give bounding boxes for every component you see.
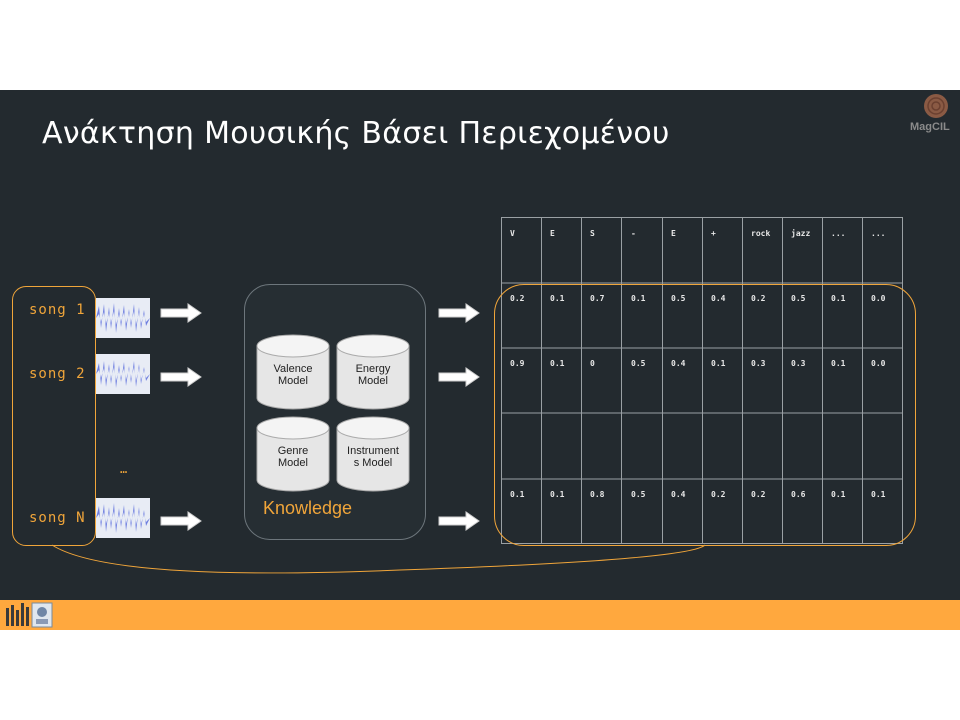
table-header-cell: jazz bbox=[791, 229, 811, 238]
songs-group bbox=[12, 286, 96, 546]
arrow-right-icon bbox=[438, 367, 480, 387]
song-label-2: song 2 bbox=[29, 366, 86, 382]
table-cell: 0.1 bbox=[831, 294, 846, 303]
valence-model-label-line1: Valence bbox=[273, 363, 313, 375]
instruments-model-label-line2: s Model bbox=[353, 457, 393, 469]
footer-bar bbox=[0, 600, 960, 630]
table-header-cell: E bbox=[671, 229, 676, 238]
arrow-right-icon bbox=[160, 367, 202, 387]
table-cell: 0.1 bbox=[831, 490, 846, 499]
arrow-right-icon bbox=[160, 511, 202, 531]
knowledge-panel bbox=[244, 284, 426, 540]
table-cell: 0.5 bbox=[791, 294, 806, 303]
table-cell: 0.1 bbox=[831, 359, 846, 368]
feature-table: V E S - E + rock jazz ... ... 0.2 0.1 0.… bbox=[501, 217, 903, 544]
table-cell: 0.9 bbox=[510, 359, 525, 368]
arrow-right-icon bbox=[438, 303, 480, 323]
table-cell: 0.5 bbox=[671, 294, 686, 303]
slide-title: Ανάκτηση Μουσικής Βάσει Περιεχομένου bbox=[42, 116, 670, 151]
table-highlight bbox=[494, 284, 916, 546]
table-header-cell: S bbox=[590, 229, 595, 238]
arrow-right-icon bbox=[160, 303, 202, 323]
table-header-cell: ... bbox=[831, 229, 846, 238]
valence-model-label-line2: Model bbox=[278, 375, 308, 387]
song-label-n: song N bbox=[29, 510, 86, 526]
table-header-cell: ... bbox=[871, 229, 886, 238]
table-cell: 0.1 bbox=[550, 294, 565, 303]
table-cell: 0.0 bbox=[871, 294, 886, 303]
database-icon bbox=[256, 334, 330, 410]
table-cell: 0.5 bbox=[631, 490, 646, 499]
table-cell: 0.5 bbox=[631, 359, 646, 368]
table-header-cell: E bbox=[550, 229, 555, 238]
song-label-1: song 1 bbox=[29, 302, 86, 318]
table-cell: 0.1 bbox=[510, 490, 525, 499]
energy-model-label-line1: Energy bbox=[355, 363, 391, 375]
table-cell: 0.8 bbox=[590, 490, 605, 499]
songs-ellipsis: … bbox=[120, 462, 128, 476]
table-header-cell: V bbox=[510, 229, 515, 238]
table-cell: 0.2 bbox=[751, 490, 766, 499]
table-cell: 0 bbox=[590, 359, 595, 368]
table-header-cell: + bbox=[711, 229, 716, 238]
table-cell: 0.4 bbox=[711, 294, 726, 303]
arrow-right-icon bbox=[438, 511, 480, 531]
database-icon bbox=[336, 334, 410, 410]
table-cell: 0.1 bbox=[711, 359, 726, 368]
table-cell: 0.0 bbox=[871, 359, 886, 368]
genre-model-label: Genre Model bbox=[256, 445, 330, 469]
table-cell: 0.4 bbox=[671, 490, 686, 499]
feature-table-grid bbox=[501, 217, 903, 544]
energy-model-label: Energy Model bbox=[336, 363, 410, 387]
table-cell: 0.3 bbox=[791, 359, 806, 368]
waveform-icon bbox=[96, 354, 150, 394]
table-cell: 0.1 bbox=[631, 294, 646, 303]
waveform-icon bbox=[96, 498, 150, 538]
database-icon bbox=[336, 416, 410, 492]
genre-model-label-line1: Genre bbox=[277, 445, 309, 457]
table-header-cell: - bbox=[631, 229, 636, 238]
table-cell: 0.7 bbox=[590, 294, 605, 303]
valence-model-label: Valence Model bbox=[256, 363, 330, 387]
instruments-model-label: Instrument s Model bbox=[336, 445, 410, 469]
table-cell: 0.3 bbox=[751, 359, 766, 368]
genre-model-label-line2: Model bbox=[278, 457, 308, 469]
database-icon bbox=[256, 416, 330, 492]
table-header-cell: rock bbox=[751, 229, 771, 238]
table-cell: 0.1 bbox=[550, 359, 565, 368]
knowledge-title: Knowledge bbox=[263, 498, 353, 518]
table-cell: 0.6 bbox=[791, 490, 806, 499]
magcil-logo bbox=[924, 94, 948, 118]
magcil-logo-text: MagCIL bbox=[910, 121, 950, 133]
table-cell: 0.2 bbox=[751, 294, 766, 303]
table-cell: 0.1 bbox=[871, 490, 886, 499]
instruments-model-label-line1: Instrument bbox=[347, 445, 399, 457]
energy-model-label-line2: Model bbox=[358, 375, 388, 387]
table-cell: 0.2 bbox=[711, 490, 726, 499]
slide-background bbox=[0, 90, 960, 600]
waveform-icon bbox=[96, 298, 150, 338]
table-cell: 0.4 bbox=[671, 359, 686, 368]
university-logo bbox=[6, 602, 53, 628]
table-cell: 0.1 bbox=[550, 490, 565, 499]
